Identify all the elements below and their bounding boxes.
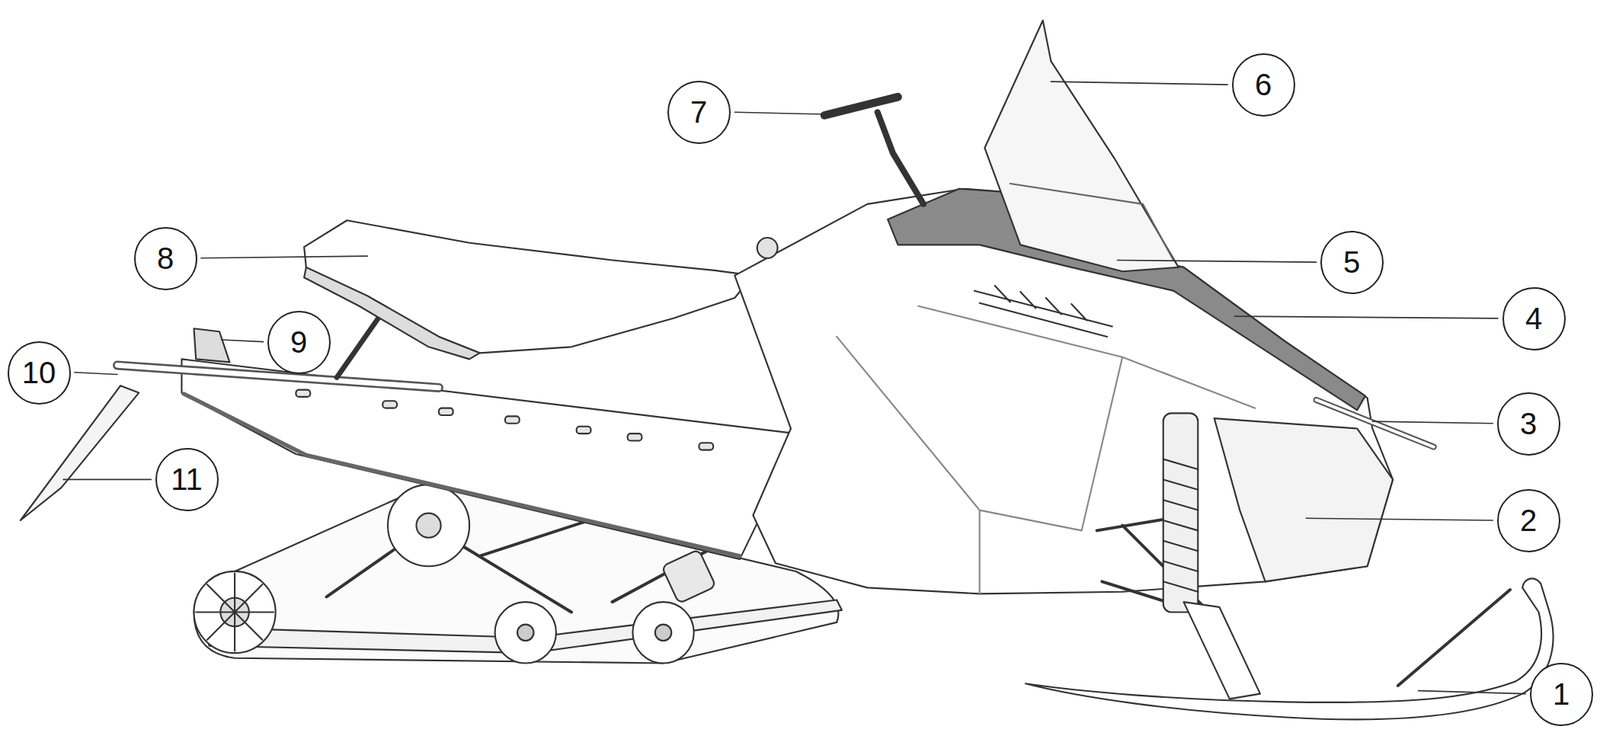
leader-lines <box>63 81 1526 695</box>
leader-line <box>1116 259 1316 263</box>
snow-flap <box>20 385 139 521</box>
leader-line <box>63 479 151 481</box>
bogie-hub <box>655 624 672 641</box>
callout-circle: 2 <box>1497 489 1561 553</box>
leader-line <box>1372 421 1493 424</box>
callout-circle: 10 <box>7 341 71 405</box>
callout-circle: 3 <box>1497 392 1561 456</box>
rear-bumper <box>117 364 439 388</box>
leader-line <box>1305 518 1493 521</box>
seat-shadow <box>304 267 480 360</box>
bogie-hub <box>517 624 534 641</box>
callout-number: 6 <box>1254 69 1272 100</box>
hood-vents <box>974 285 1113 337</box>
seat <box>304 220 753 353</box>
slot <box>295 390 311 397</box>
shock-absorber <box>1163 412 1199 612</box>
wheel-spokes <box>195 573 274 652</box>
nose-panel <box>1214 418 1393 582</box>
callout-number: 10 <box>22 357 57 388</box>
callout-number: 2 <box>1520 505 1537 536</box>
callout-number: 4 <box>1525 303 1543 334</box>
front-bumper-highlight <box>1316 400 1434 448</box>
callout-number: 9 <box>290 326 308 358</box>
leader-line <box>1418 691 1527 695</box>
shock-spring <box>1163 459 1199 592</box>
leader-line <box>221 339 264 343</box>
leader-line <box>1234 316 1498 319</box>
bogie-wheel <box>632 601 694 663</box>
callout-number: 7 <box>690 96 708 128</box>
drive-sprocket <box>387 484 470 567</box>
leader-line <box>734 112 827 115</box>
callout-circle: 7 <box>667 80 731 144</box>
callout-circle: 9 <box>267 310 331 375</box>
windshield <box>984 20 1178 272</box>
slot <box>627 433 643 441</box>
tunnel <box>181 358 796 559</box>
steering-post <box>877 112 924 205</box>
callout-number: 5 <box>1343 246 1360 278</box>
shock-body <box>661 549 716 604</box>
rear-light <box>194 328 231 362</box>
slot <box>698 442 714 450</box>
leader-line <box>1050 81 1228 85</box>
tunnel-slots <box>295 390 714 451</box>
callout-circle: 11 <box>155 448 219 512</box>
rear-idler-wheel <box>194 571 276 653</box>
callout-circle: 8 <box>134 227 198 291</box>
callout-number: 3 <box>1520 408 1537 439</box>
callout-number: 8 <box>156 243 174 274</box>
callout-circle: 1 <box>1529 662 1594 727</box>
gas-cap <box>757 237 778 259</box>
callout-number: 11 <box>170 464 203 495</box>
callout-circle: 4 <box>1502 287 1566 351</box>
front-bumper <box>1316 400 1434 448</box>
callout-number: 1 <box>1552 678 1570 710</box>
slot <box>505 416 520 423</box>
ski <box>1025 578 1554 720</box>
leader-line <box>201 256 368 259</box>
windshield-trim <box>1010 183 1174 260</box>
front-suspension <box>1097 412 1261 699</box>
running-board <box>183 393 740 557</box>
callout-circle: 6 <box>1232 53 1296 117</box>
callout-circle: 5 <box>1320 230 1384 295</box>
slot <box>382 400 397 408</box>
spindle <box>1184 601 1261 699</box>
handlebar-grip <box>824 96 898 116</box>
ski-loop <box>1398 589 1511 686</box>
leader-line <box>74 372 118 375</box>
slot <box>438 408 454 416</box>
rear-bumper-highlight <box>117 364 439 388</box>
drive-hub <box>416 513 441 538</box>
slot <box>576 426 592 434</box>
bogie-wheel <box>495 601 557 663</box>
